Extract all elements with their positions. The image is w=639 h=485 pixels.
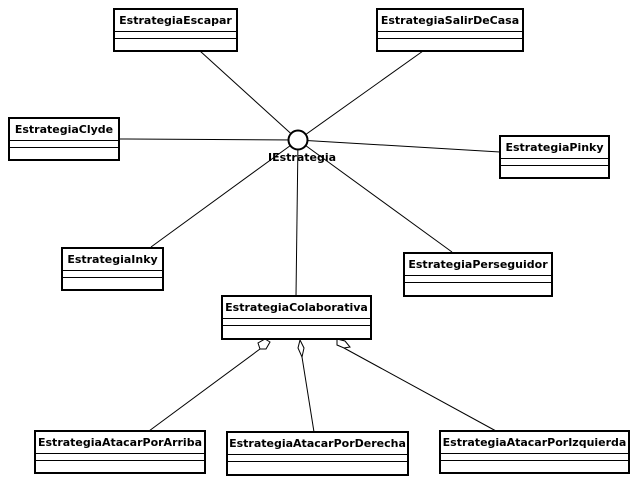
aggregation-diamond-derecha	[297, 338, 305, 359]
class-attributes	[36, 454, 204, 461]
interface-circle	[287, 129, 309, 151]
class-name: EstrategiaSalirDeCasa	[378, 10, 522, 32]
interface-label: IEstrategia	[268, 151, 337, 164]
class-name: EstrategiaPerseguidor	[405, 254, 551, 276]
class-operations	[63, 278, 162, 284]
class-attributes	[228, 455, 407, 462]
link-colaborativa	[295, 139, 299, 297]
class-name: EstrategiaAtacarPorDerecha	[228, 433, 407, 455]
class-name: EstrategiaPinky	[501, 137, 608, 159]
link-escapar	[199, 50, 299, 141]
class-estrategia-colaborativa[interactable]: EstrategiaColaborativa	[221, 295, 372, 340]
class-name: EstrategiaInky	[63, 249, 162, 271]
class-estrategia-pinky[interactable]: EstrategiaPinky	[499, 135, 610, 179]
class-estrategia-salir-de-casa[interactable]: EstrategiaSalirDeCasa	[376, 8, 524, 52]
class-attributes	[441, 454, 628, 461]
class-estrategia-clyde[interactable]: EstrategiaClyde	[8, 117, 120, 161]
link-perseguidor	[297, 139, 453, 253]
class-estrategia-atacar-por-arriba[interactable]: EstrategiaAtacarPorArriba	[34, 430, 206, 474]
class-operations	[36, 461, 204, 467]
class-estrategia-escapar[interactable]: EstrategiaEscapar	[113, 8, 238, 52]
class-estrategia-atacar-por-derecha[interactable]: EstrategiaAtacarPorDerecha	[226, 431, 409, 476]
class-operations	[223, 326, 370, 332]
class-attributes	[378, 32, 522, 39]
class-attributes	[115, 32, 236, 39]
class-name: EstrategiaEscapar	[115, 10, 236, 32]
class-operations	[378, 39, 522, 45]
class-operations	[115, 39, 236, 45]
class-operations	[405, 283, 551, 289]
class-attributes	[63, 271, 162, 278]
class-estrategia-atacar-por-izquierda[interactable]: EstrategiaAtacarPorIzquierda	[439, 430, 630, 474]
class-estrategia-perseguidor[interactable]: EstrategiaPerseguidor	[403, 252, 553, 297]
class-name: EstrategiaAtacarPorIzquierda	[441, 432, 628, 454]
class-attributes	[223, 319, 370, 326]
class-operations	[501, 166, 608, 172]
aggregation-izquierda	[343, 347, 497, 432]
class-operations	[10, 148, 118, 154]
class-attributes	[10, 141, 118, 148]
link-inky	[150, 139, 299, 248]
class-attributes	[501, 159, 608, 166]
link-pinky	[297, 139, 501, 153]
class-estrategia-inky[interactable]: EstrategiaInky	[61, 247, 164, 291]
class-name: EstrategiaClyde	[10, 119, 118, 141]
link-salir	[297, 50, 424, 141]
aggregation-arriba	[148, 348, 261, 432]
class-name: EstrategiaAtacarPorArriba	[36, 432, 204, 454]
class-name: EstrategiaColaborativa	[223, 297, 370, 319]
aggregation-diamond-izquierda	[336, 338, 351, 349]
aggregation-derecha	[301, 356, 315, 433]
class-operations	[228, 462, 407, 468]
link-clyde	[119, 138, 299, 141]
aggregation-diamond-arriba	[257, 338, 271, 350]
class-attributes	[405, 276, 551, 283]
class-operations	[441, 461, 628, 467]
